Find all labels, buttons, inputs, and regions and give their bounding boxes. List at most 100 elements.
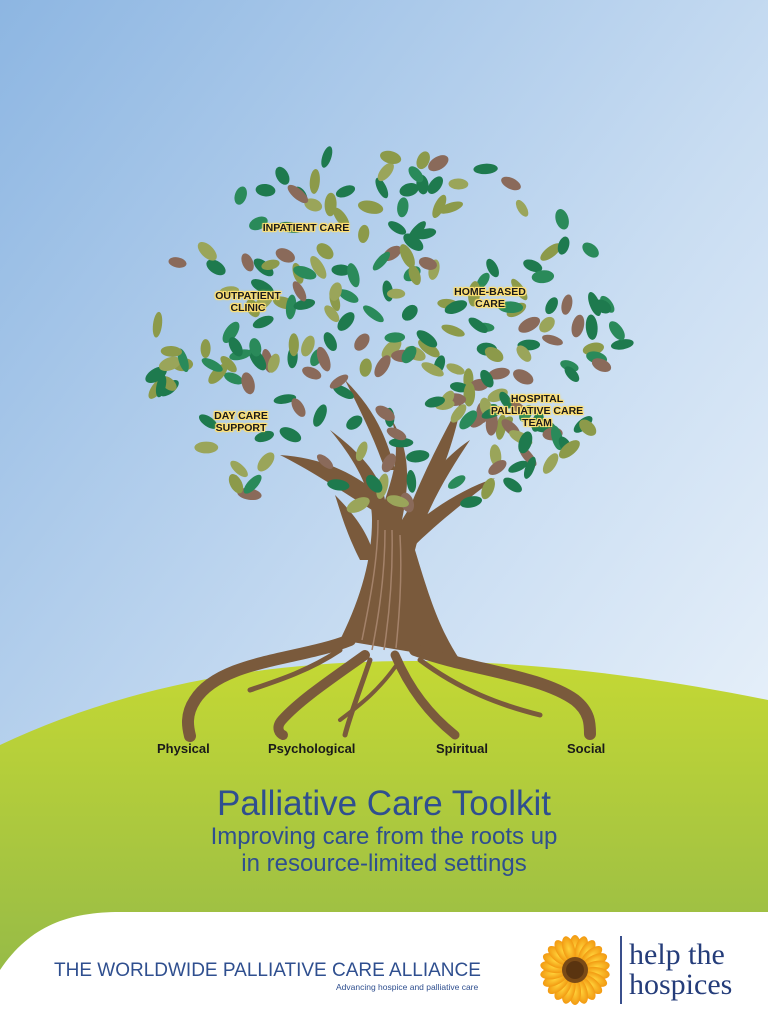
leaf [354,333,370,351]
leaf [468,317,488,334]
root-label-physical: Physical [157,741,210,756]
leaf [481,406,504,419]
leaf [293,265,317,280]
leaf [316,346,331,372]
leaf [222,321,240,344]
leaf [484,346,504,363]
leaf [160,345,183,357]
leaf [407,221,426,242]
leaf [277,221,303,233]
page-subtitle: Improving care from the roots up in reso… [0,823,768,877]
sunflower-petal [582,971,608,987]
leaf [460,496,483,508]
leaf [237,488,262,501]
leaf [374,355,391,378]
brand-wordmark: help the hospices [629,940,732,1000]
leaf [539,316,555,333]
leaf [198,414,218,429]
leaf [388,221,407,235]
leaf [363,305,384,323]
leaf [557,236,570,255]
leaf [241,372,255,395]
leaf [301,335,315,357]
leaf [358,224,370,243]
leaf [488,460,507,475]
leaf [503,477,522,493]
leaf [243,474,262,494]
leaf [302,366,322,380]
leaf [561,294,573,315]
leaf [418,339,440,358]
leaf [376,473,389,499]
leaf [168,257,187,268]
leaf [427,176,443,194]
organization-name: THE WORLDWIDE PALLIATIVE CARE ALLIANCE [54,960,481,981]
leaf [518,316,541,333]
leaf [155,374,167,398]
leaf [418,257,437,270]
leaf [582,242,599,258]
leaf [197,241,217,261]
brand-divider [620,936,622,1004]
leaf [275,248,295,263]
leaf [488,367,510,380]
brand-line-1: help the [629,938,725,971]
leaf [448,178,469,190]
leaf [594,299,612,314]
leaf [321,146,333,168]
leaf [542,334,563,346]
leaf [310,255,327,279]
leaf [468,281,481,307]
leaf [499,391,512,409]
leaf [252,315,274,329]
leaf [249,338,262,357]
leaf [387,288,406,299]
label-hospital-palliative-care-team: HOSPITAL PALLIATIVE CARE TEAM [490,393,584,429]
leaf [399,244,415,269]
leaf [448,475,466,489]
leaf [516,345,532,362]
leaf [201,358,223,372]
leaf [608,321,625,341]
leaf [513,369,534,385]
leaf [518,431,533,454]
leaf [444,300,468,314]
leaf [145,366,167,384]
leaf [564,366,580,382]
leaf [375,405,395,421]
leaf [323,332,337,351]
leaf [399,183,419,197]
leaf [555,209,569,230]
leaf [355,441,368,462]
leaf [316,243,334,260]
leaf [480,369,494,388]
leaf [291,398,306,417]
leaf [381,339,402,359]
leaf [531,270,555,284]
leaf [228,337,243,357]
leaf [571,314,585,338]
leaf [540,243,562,261]
brand-line-2: hospices [629,968,733,1001]
leaf [331,264,352,276]
leaf [481,477,495,500]
leaf [267,353,280,373]
leaf [358,200,384,214]
leaf [261,259,280,270]
leaf [386,427,407,441]
leaf [230,460,248,478]
tree-trunk-highlights [361,519,402,651]
leaf [432,194,447,219]
leaf [288,333,299,357]
leaf [285,294,297,320]
leaf [275,166,290,185]
leaf [359,358,372,377]
leaf [333,207,350,228]
leaf [234,186,247,205]
leaf [313,404,327,427]
leaf [585,314,598,340]
leaf [329,282,342,301]
leaf [473,163,498,175]
leaf [206,259,226,276]
